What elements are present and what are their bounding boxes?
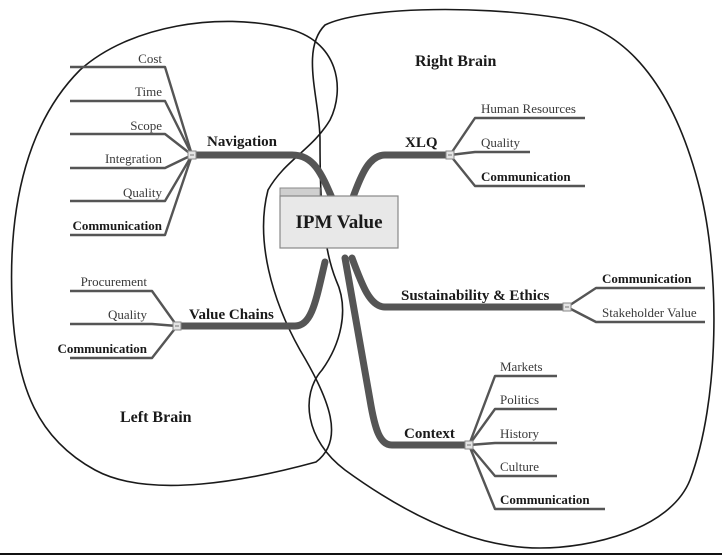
trunk-context [341, 254, 473, 449]
leaf-navigation-integration[interactable]: Integration [105, 151, 163, 166]
connector-xlq-0 [449, 116, 585, 156]
connector-navigation-3 [70, 153, 193, 170]
leaf-navigation-quality[interactable]: Quality [123, 185, 162, 200]
connector-sustainability-0 [566, 286, 705, 309]
leaf-navigation-cost[interactable]: Cost [138, 51, 162, 66]
connector-context-4 [467, 444, 605, 511]
trunk-xlq [348, 151, 454, 204]
leaf-context-communication[interactable]: Communication [500, 492, 590, 507]
connector-navigation-1 [70, 99, 194, 156]
collapse-toggle-xlq[interactable] [445, 150, 455, 160]
connector-context-0 [467, 374, 557, 446]
connector-navigation-2 [70, 132, 193, 156]
central-node-box [279, 195, 399, 249]
leaf-value-chains-quality[interactable]: Quality [108, 307, 147, 322]
central-node-tab [279, 187, 321, 197]
right-brain-label: Right Brain [415, 53, 496, 70]
trunk-sustainability [348, 254, 571, 311]
connector-navigation-5 [70, 154, 194, 237]
connector-value-chains-2 [70, 325, 178, 360]
leaf-navigation-time[interactable]: Time [135, 84, 162, 99]
branch-label-xlq[interactable]: XLQ [405, 135, 438, 151]
connector-context-1 [468, 407, 557, 446]
connector-value-chains-0 [70, 289, 178, 327]
trunk-navigation [188, 151, 339, 209]
branch-label-navigation[interactable]: Navigation [207, 134, 278, 150]
collapse-toggle-value-chains[interactable] [172, 321, 182, 331]
leaf-xlq-human-resources[interactable]: Human Resources [481, 101, 576, 116]
leaf-sustainability-communication[interactable]: Communication [602, 271, 692, 286]
branch-label-value-chains[interactable]: Value Chains [189, 307, 274, 323]
collapse-toggle-context[interactable] [464, 440, 474, 450]
branch-label-sustainability[interactable]: Sustainability & Ethics [401, 288, 550, 304]
branch-label-context[interactable]: Context [404, 426, 455, 442]
connector-sustainability-1 [566, 305, 705, 324]
collapse-toggle-navigation[interactable] [187, 150, 197, 160]
connector-context-3 [468, 444, 557, 478]
leaf-value-chains-procurement[interactable]: Procurement [81, 274, 148, 289]
central-node[interactable]: IPM Value [279, 187, 399, 249]
connector-context-2 [468, 441, 557, 447]
leaf-xlq-communication[interactable]: Communication [481, 169, 571, 184]
left-brain-label: Left Brain [120, 409, 192, 426]
leaf-context-history[interactable]: History [500, 426, 540, 441]
leaf-context-markets[interactable]: Markets [500, 359, 543, 374]
leaf-value-chains-communication[interactable]: Communication [57, 341, 147, 356]
leaf-xlq-quality[interactable]: Quality [481, 135, 520, 150]
connector-xlq-2 [449, 154, 585, 188]
central-node-label: IPM Value [295, 212, 382, 233]
connector-value-chains-1 [70, 322, 178, 328]
leaf-sustainability-stakeholder-value[interactable]: Stakeholder Value [602, 305, 697, 320]
leaf-context-culture[interactable]: Culture [500, 459, 539, 474]
connector-navigation-0 [70, 65, 194, 156]
connector-navigation-4 [70, 154, 194, 203]
left-brain-region [10, 20, 339, 487]
leaf-context-politics[interactable]: Politics [500, 392, 539, 407]
collapse-toggle-sustainability[interactable] [562, 302, 572, 312]
leaf-navigation-scope[interactable]: Scope [130, 118, 162, 133]
trunk-value-chains [173, 258, 329, 330]
connector-xlq-1 [449, 150, 530, 157]
leaf-navigation-communication[interactable]: Communication [72, 218, 162, 233]
